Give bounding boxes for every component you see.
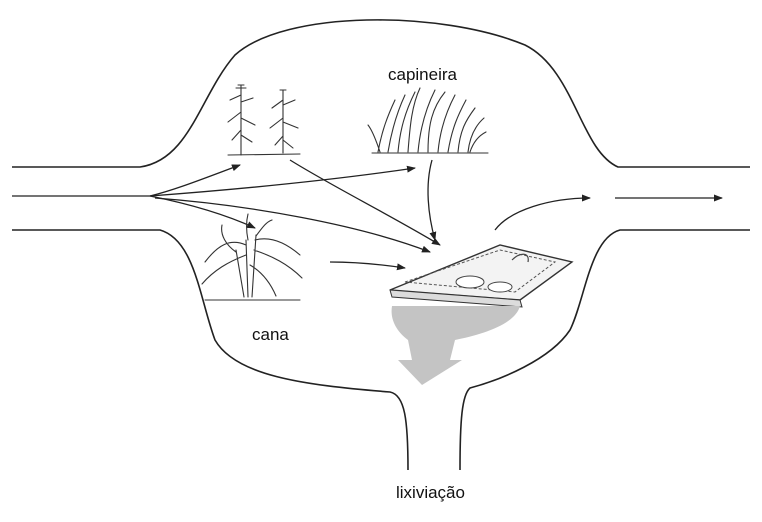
arrow-input-to-pen <box>155 198 430 252</box>
label-capineira: capineira <box>388 65 458 84</box>
label-lixiviacao: lixiviação <box>396 483 465 502</box>
arrow-pen-to-output <box>495 198 590 230</box>
arrow-crop-to-pen <box>290 160 440 245</box>
arrow-capineira-to-pen <box>428 160 435 240</box>
system-boundary <box>12 20 750 470</box>
crop-plants-icon <box>228 85 300 155</box>
arrow-to-crop <box>150 165 240 196</box>
leaching-plume <box>392 306 520 385</box>
arrow-to-cana <box>150 196 255 228</box>
label-cana: cana <box>252 325 289 344</box>
arrow-to-capineira <box>150 168 415 196</box>
animal-pen-icon <box>390 245 572 307</box>
arrow-cana-to-pen <box>330 262 405 268</box>
capineira-grass-icon <box>368 88 488 153</box>
